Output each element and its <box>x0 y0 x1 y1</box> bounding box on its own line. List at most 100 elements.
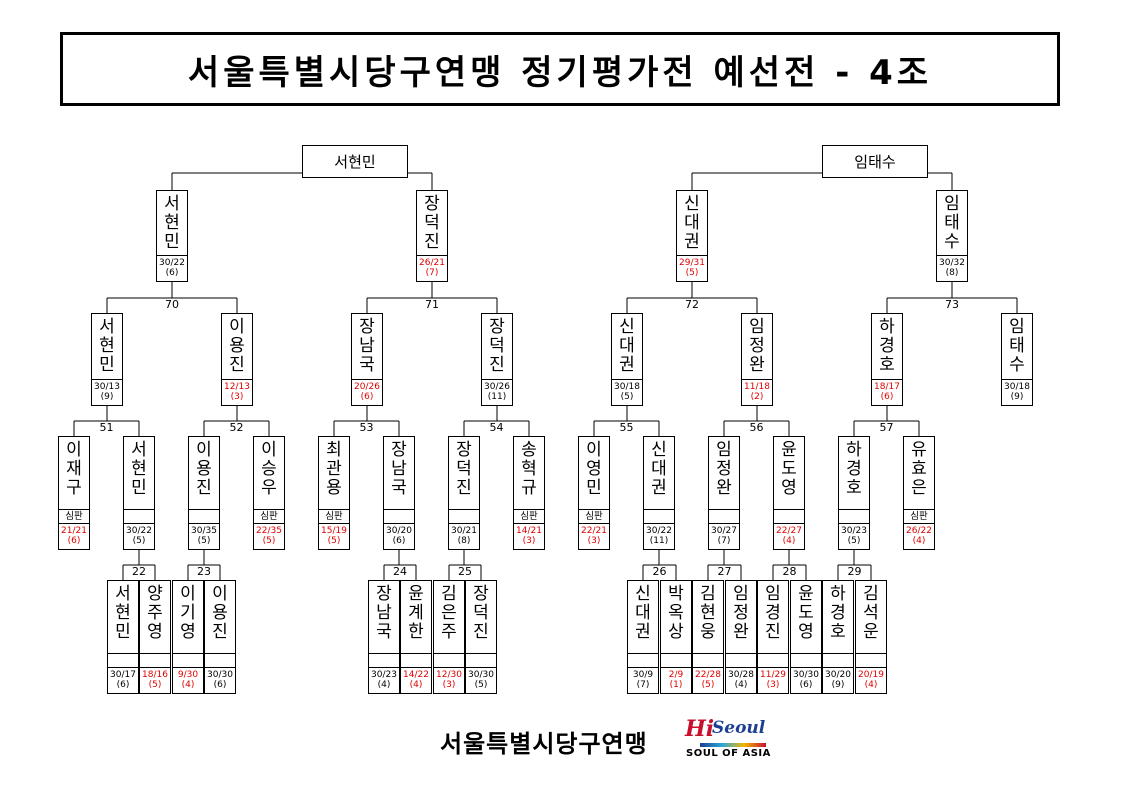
match-number: 56 <box>744 422 769 434</box>
referee-label: 심판 <box>319 509 349 523</box>
player-score: 30/26(11) <box>482 379 512 410</box>
player-score: 15/19(5) <box>319 523 349 554</box>
player-score: 30/30(6) <box>791 667 821 698</box>
player-score: 20/26(6) <box>352 379 382 410</box>
match-number: 51 <box>94 422 119 434</box>
referee-label: 심판 <box>579 509 609 523</box>
match-number: 55 <box>614 422 639 434</box>
referee-label: 심판 <box>254 509 284 523</box>
referee-label <box>823 653 853 667</box>
match-number: 73 <box>940 299 964 311</box>
referee-label <box>173 653 203 667</box>
page-title: 서울특별시당구연맹 정기평가전 예선전 - 4조 <box>187 52 933 93</box>
player-score: 9/30(4) <box>173 667 203 698</box>
player-score: 30/23(5) <box>839 523 869 554</box>
logo-hi: Hi <box>685 716 715 742</box>
referee-label: 심판 <box>59 509 89 523</box>
champion-box: 임태수 <box>822 145 928 178</box>
match-number: 29 <box>842 566 867 578</box>
referee-label <box>839 509 869 523</box>
player-score: 30/28(4) <box>726 667 756 698</box>
referee-label <box>628 653 658 667</box>
referee-label <box>434 653 464 667</box>
referee-label <box>205 653 235 667</box>
logo-tagline: SOUL OF ASIA <box>686 748 771 759</box>
referee-label <box>140 653 170 667</box>
player-score: 22/35(5) <box>254 523 284 554</box>
logo-seoul: Seoul <box>712 718 766 738</box>
player-score: 30/23(4) <box>369 667 399 698</box>
player-score: 26/21(7) <box>417 255 447 286</box>
match-number: 25 <box>453 566 477 578</box>
referee-label <box>758 653 788 667</box>
player-score: 30/18(5) <box>612 379 642 410</box>
player-score: 22/27(4) <box>774 523 804 554</box>
logo-stripe <box>700 743 766 747</box>
champion-box: 서현민 <box>302 145 408 178</box>
player-score: 22/21(3) <box>579 523 609 554</box>
player-score: 18/16(5) <box>140 667 170 698</box>
referee-label <box>726 653 756 667</box>
player-score: 30/30(6) <box>205 667 235 698</box>
referee-label <box>108 653 138 667</box>
player-score: 30/35(5) <box>189 523 219 554</box>
player-score: 30/22(11) <box>644 523 674 554</box>
referee-label <box>466 653 496 667</box>
match-number: 57 <box>874 422 899 434</box>
title-box: 서울특별시당구연맹 정기평가전 예선전 - 4조 <box>60 32 1060 106</box>
match-number: 72 <box>680 299 704 311</box>
match-number: 52 <box>224 422 249 434</box>
player-score: 30/13(9) <box>92 379 122 410</box>
match-number: 28 <box>777 566 802 578</box>
match-number: 71 <box>420 299 444 311</box>
player-score: 30/18(9) <box>1002 379 1032 410</box>
player-score: 30/20(6) <box>384 523 414 554</box>
